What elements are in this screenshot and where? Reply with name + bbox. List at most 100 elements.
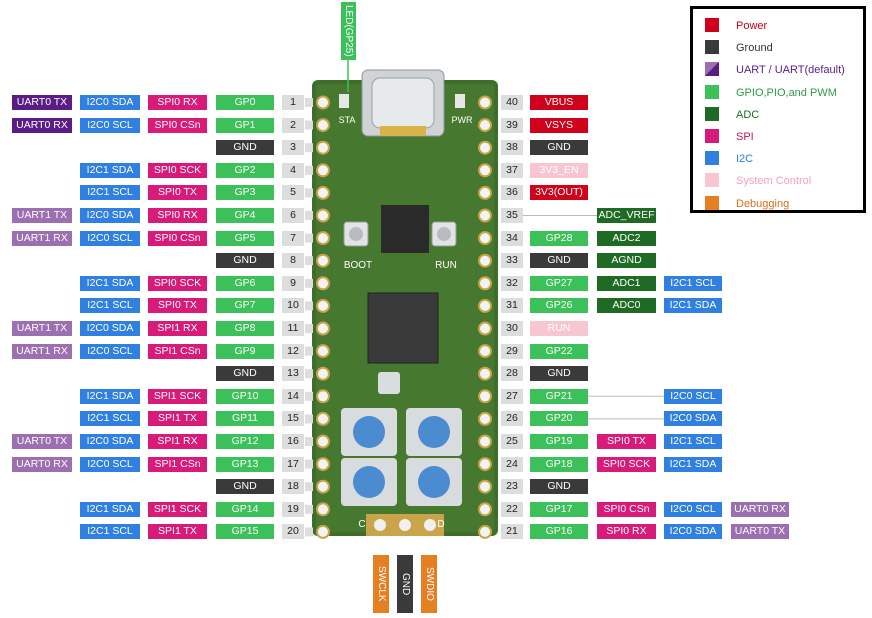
right-pin-label: SPI0 CSn xyxy=(597,501,656,517)
pin-number: 10 xyxy=(282,298,304,314)
left-pin-label: SPI1 CSn xyxy=(148,343,207,359)
pin-pad xyxy=(478,434,492,449)
left-pin-label: UART0 RX xyxy=(12,117,72,133)
pin-pad xyxy=(316,321,330,336)
pin-pad xyxy=(478,502,492,517)
boot-label: BOOT xyxy=(344,260,372,271)
left-pin-label: SPI0 RX xyxy=(148,208,207,223)
left-pin-label: GP5 xyxy=(216,230,274,246)
right-pin-label: SPI0 SCK xyxy=(597,456,656,472)
left-pin-label: UART1 RX xyxy=(12,343,72,359)
right-pin-label: GP17 xyxy=(530,501,588,517)
pin-number: 15 xyxy=(282,411,304,427)
legend-swatch xyxy=(705,84,719,99)
pin-number: 11 xyxy=(282,321,304,336)
pin-pad xyxy=(316,185,330,200)
right-pin-label: RUN xyxy=(530,321,588,336)
left-pin-label: GP10 xyxy=(216,388,274,404)
pin-pad xyxy=(316,298,330,313)
pin-pad xyxy=(478,118,492,133)
pin-number: 26 xyxy=(501,411,523,427)
left-pin-label: I2C0 SCL xyxy=(80,343,140,359)
swclk-label: SWCLK xyxy=(373,555,389,613)
left-pin-label: GP8 xyxy=(216,321,274,336)
left-pin-label: GP0 xyxy=(216,95,274,110)
right-pin-label: GP16 xyxy=(530,524,588,540)
run-button xyxy=(431,221,457,247)
left-pin-label: UART1 TX xyxy=(12,321,72,336)
right-pin-label: GP26 xyxy=(530,298,588,314)
pin-number: 17 xyxy=(282,456,304,472)
pin-pad xyxy=(316,479,330,494)
legend-swatch xyxy=(705,18,719,32)
pin-pad xyxy=(316,208,330,223)
pin-number: 30 xyxy=(501,321,523,336)
left-pin-label: I2C1 SDA xyxy=(80,388,140,404)
left-pin-label: GP14 xyxy=(216,501,274,517)
pin-number: 14 xyxy=(282,388,304,404)
left-pin-label: SPI1 RX xyxy=(148,434,207,449)
left-pin-label: I2C0 SCL xyxy=(80,456,140,472)
left-pin-label: UART1 TX xyxy=(12,208,72,223)
pin-pad xyxy=(478,524,492,539)
left-pin-label: SPI0 TX xyxy=(148,298,207,314)
pin-pad xyxy=(478,95,492,110)
right-pin-label: I2C1 SDA xyxy=(664,298,722,314)
pin-pad xyxy=(478,208,492,223)
right-pin-label: GP27 xyxy=(530,275,588,291)
legend-swatch xyxy=(705,106,719,121)
left-pin-label: I2C0 SCL xyxy=(80,230,140,246)
legend-swatch xyxy=(705,195,719,210)
legend-swatch xyxy=(705,151,719,166)
left-pin-label: GP9 xyxy=(216,343,274,359)
legend-swatch xyxy=(705,62,719,77)
right-pin-label: AGND xyxy=(597,253,656,269)
left-pin-label: I2C0 SDA xyxy=(80,321,140,336)
pin-number: 12 xyxy=(282,343,304,359)
left-pin-label: GP6 xyxy=(216,275,274,291)
left-pin-label: I2C0 SCL xyxy=(80,117,140,133)
rp2040-chip xyxy=(367,292,439,364)
left-pin-label: GND xyxy=(216,366,274,382)
left-pin-label: SPI0 TX xyxy=(148,185,207,201)
pin-pad xyxy=(316,411,330,426)
pin-number: 40 xyxy=(501,95,523,110)
left-pin-label: UART0 RX xyxy=(12,456,72,472)
pin-number: 28 xyxy=(501,366,523,382)
pin-pad xyxy=(316,253,330,268)
pin-number: 35 xyxy=(501,208,523,223)
pin-number: 23 xyxy=(501,479,523,495)
left-pin-label: UART1 RX xyxy=(12,230,72,246)
pin-pad xyxy=(316,118,330,133)
led-gp25-label: LED(GP25) xyxy=(341,2,356,60)
pin-pad xyxy=(316,502,330,517)
swdio-label: SWDIO xyxy=(421,555,437,613)
pin-pad xyxy=(478,163,492,178)
left-pin-label: I2C1 SCL xyxy=(80,185,140,201)
legend-label: SPI xyxy=(736,131,754,143)
left-pin-label: I2C0 SDA xyxy=(80,434,140,449)
left-pin-label: GP2 xyxy=(216,162,274,178)
pin-number: 3 xyxy=(282,140,304,156)
legend-label: Ground xyxy=(736,42,773,55)
pin-number: 7 xyxy=(282,230,304,246)
legend-label: GPIO,PIO,and PWM xyxy=(736,86,837,99)
flash-chip xyxy=(381,205,429,253)
pin-number: 25 xyxy=(501,434,523,449)
boot-button xyxy=(343,221,369,247)
pin-pad xyxy=(316,163,330,178)
right-pin-label: GND xyxy=(530,479,588,495)
right-pin-label: UART0 TX xyxy=(731,524,789,540)
left-pin-label: GP1 xyxy=(216,117,274,133)
legend-label: I2C xyxy=(736,153,754,166)
d-label: D xyxy=(437,519,444,530)
left-pin-label: I2C1 SDA xyxy=(80,275,140,291)
left-pin-label: I2C1 SDA xyxy=(80,501,140,517)
right-pin-label: ADC0 xyxy=(597,298,656,314)
left-pin-label: GP12 xyxy=(216,434,274,449)
pin-pad xyxy=(478,411,492,426)
right-pin-label: GP21 xyxy=(530,388,588,404)
pin-number: 8 xyxy=(282,253,304,269)
left-pin-label: GP11 xyxy=(216,411,274,427)
